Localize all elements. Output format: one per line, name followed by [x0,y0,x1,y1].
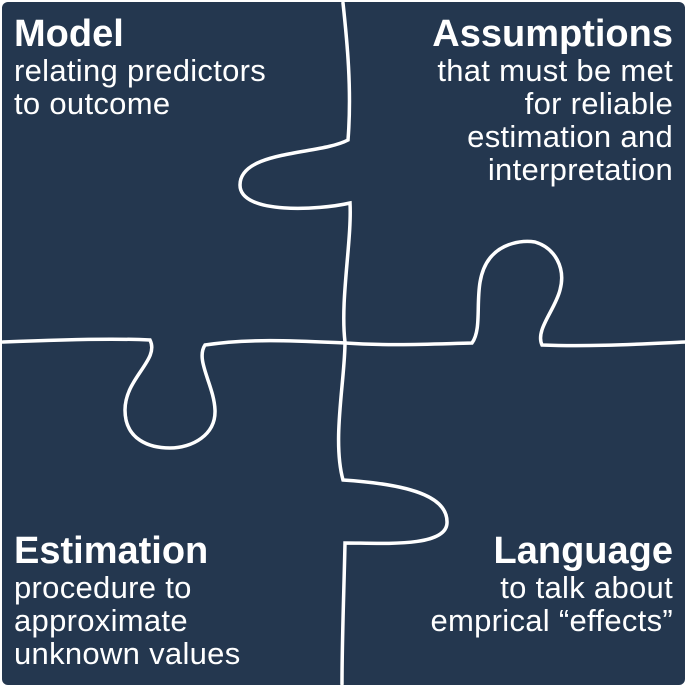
assumptions-desc-line-1: that must be met [437,53,673,88]
estimation-desc-line-3: unknown values [14,636,241,671]
model-desc-line-1: relating predictors [14,53,267,88]
estimation-desc-line-1: procedure to [14,570,192,605]
model-piece: Model relating predictors to outcome [14,14,266,120]
assumptions-desc-line-3: estimation and [467,119,673,154]
model-title: Model [14,13,124,55]
puzzle-seam-horizontal [1,239,687,450]
language-piece: Language to talk about emprical “effects… [430,531,673,637]
assumptions-title: Assumptions [432,13,673,55]
assumptions-piece: Assumptions that must be met for reliabl… [432,14,673,186]
estimation-piece: Estimation procedure to approximate unkn… [14,531,241,670]
language-desc-line-2: emprical “effects” [430,603,673,638]
estimation-title: Estimation [14,530,209,572]
assumptions-desc-line-4: interpretation [487,152,673,187]
language-title: Language [493,530,673,572]
estimation-desc-line-2: approximate [14,603,188,638]
assumptions-desc-line-2: for reliable [524,86,673,121]
model-desc-line-2: to outcome [14,86,171,121]
language-desc-line-1: to talk about [500,570,673,605]
